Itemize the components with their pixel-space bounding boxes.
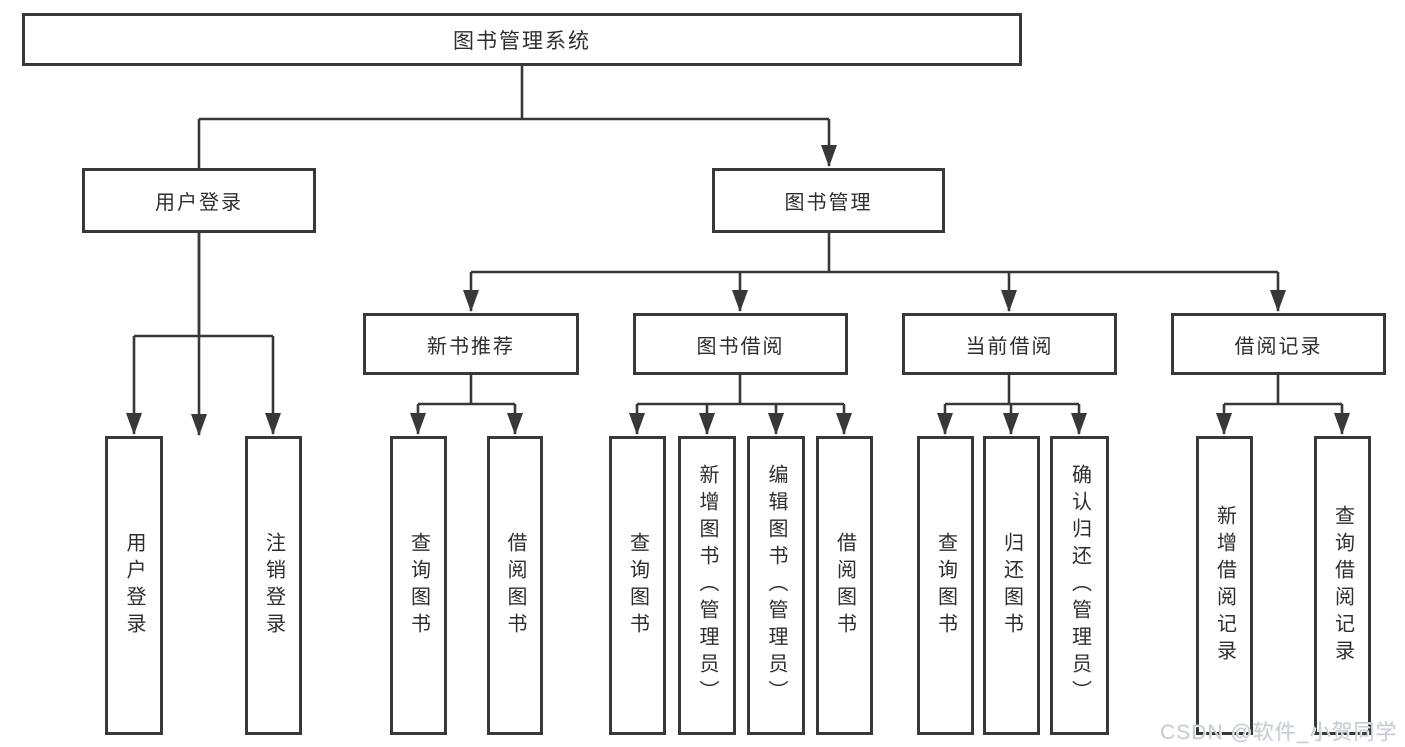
leaf-query-books-2: 查询图书	[609, 436, 666, 735]
node-book-management: 图书管理	[712, 168, 945, 233]
node-book-borrowing: 图书借阅	[633, 313, 848, 375]
csdn-watermark: CSDN @软件_小贺同学	[1160, 721, 1398, 744]
leaf-return-books: 归还图书	[983, 436, 1040, 735]
leaf-add-books-admin: 新增图书（管理员）	[678, 436, 736, 735]
node-user-login: 用户登录	[82, 168, 316, 233]
leaf-logout: 注销登录	[245, 436, 302, 735]
leaf-query-books-3: 查询图书	[917, 436, 974, 735]
node-current-borrowing: 当前借阅	[902, 313, 1117, 375]
leaf-borrow-books-1: 借阅图书	[487, 436, 543, 735]
leaf-confirm-return-admin: 确认归还（管理员）	[1050, 436, 1109, 735]
leaf-query-borrow-record: 查询借阅记录	[1314, 436, 1371, 735]
leaf-edit-books-admin: 编辑图书（管理员）	[747, 436, 805, 735]
leaf-query-books-1: 查询图书	[390, 436, 447, 735]
leaf-user-login: 用户登录	[105, 436, 163, 735]
leaf-borrow-books-2: 借阅图书	[816, 436, 873, 735]
leaf-add-borrow-record: 新增借阅记录	[1196, 436, 1253, 735]
node-new-book-recommend: 新书推荐	[363, 313, 579, 375]
node-root-system: 图书管理系统	[22, 13, 1022, 66]
node-borrowing-records: 借阅记录	[1171, 313, 1386, 375]
